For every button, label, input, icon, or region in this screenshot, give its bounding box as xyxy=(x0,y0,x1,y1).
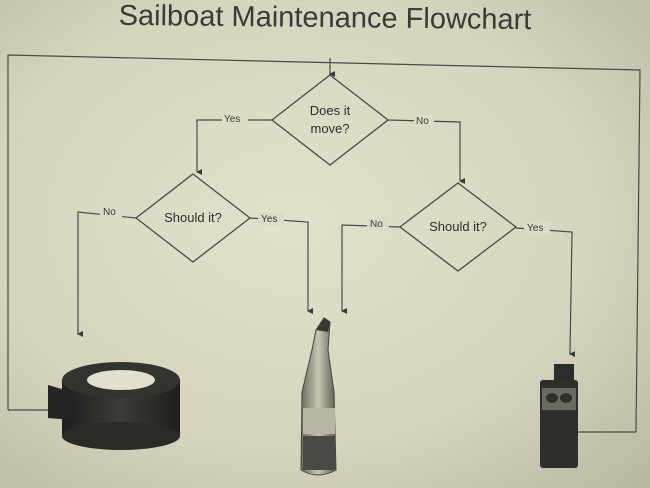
decision-should-it-left: Should it? xyxy=(134,173,252,263)
edge-right-yes xyxy=(515,227,576,358)
edge-label-yes: Yes xyxy=(527,223,543,234)
edge-label-yes: Yes xyxy=(224,114,240,125)
edge-left-no xyxy=(77,211,137,337)
frame-border xyxy=(7,54,641,433)
spray-can-icon xyxy=(540,364,636,468)
edge-start-no xyxy=(387,119,465,184)
duct-tape-icon xyxy=(8,362,180,450)
beer-bottle-icon xyxy=(300,317,337,476)
decision-text: Does it xyxy=(310,103,351,118)
decision-text: Should it? xyxy=(429,219,487,234)
edge-label-no: No xyxy=(416,116,429,127)
edge-label-yes: Yes xyxy=(261,214,277,225)
decision-text: Should it? xyxy=(164,210,222,225)
edge-label-no: No xyxy=(103,207,116,218)
edge-right-no xyxy=(341,224,401,314)
decision-does-it-move: Does it move? xyxy=(270,74,390,166)
edge-start-yes xyxy=(196,119,272,175)
decision-text: move? xyxy=(310,121,349,136)
edge-label-no: No xyxy=(370,219,383,230)
decision-should-it-right: Should it? xyxy=(398,182,518,272)
edge-left-yes xyxy=(249,217,313,314)
